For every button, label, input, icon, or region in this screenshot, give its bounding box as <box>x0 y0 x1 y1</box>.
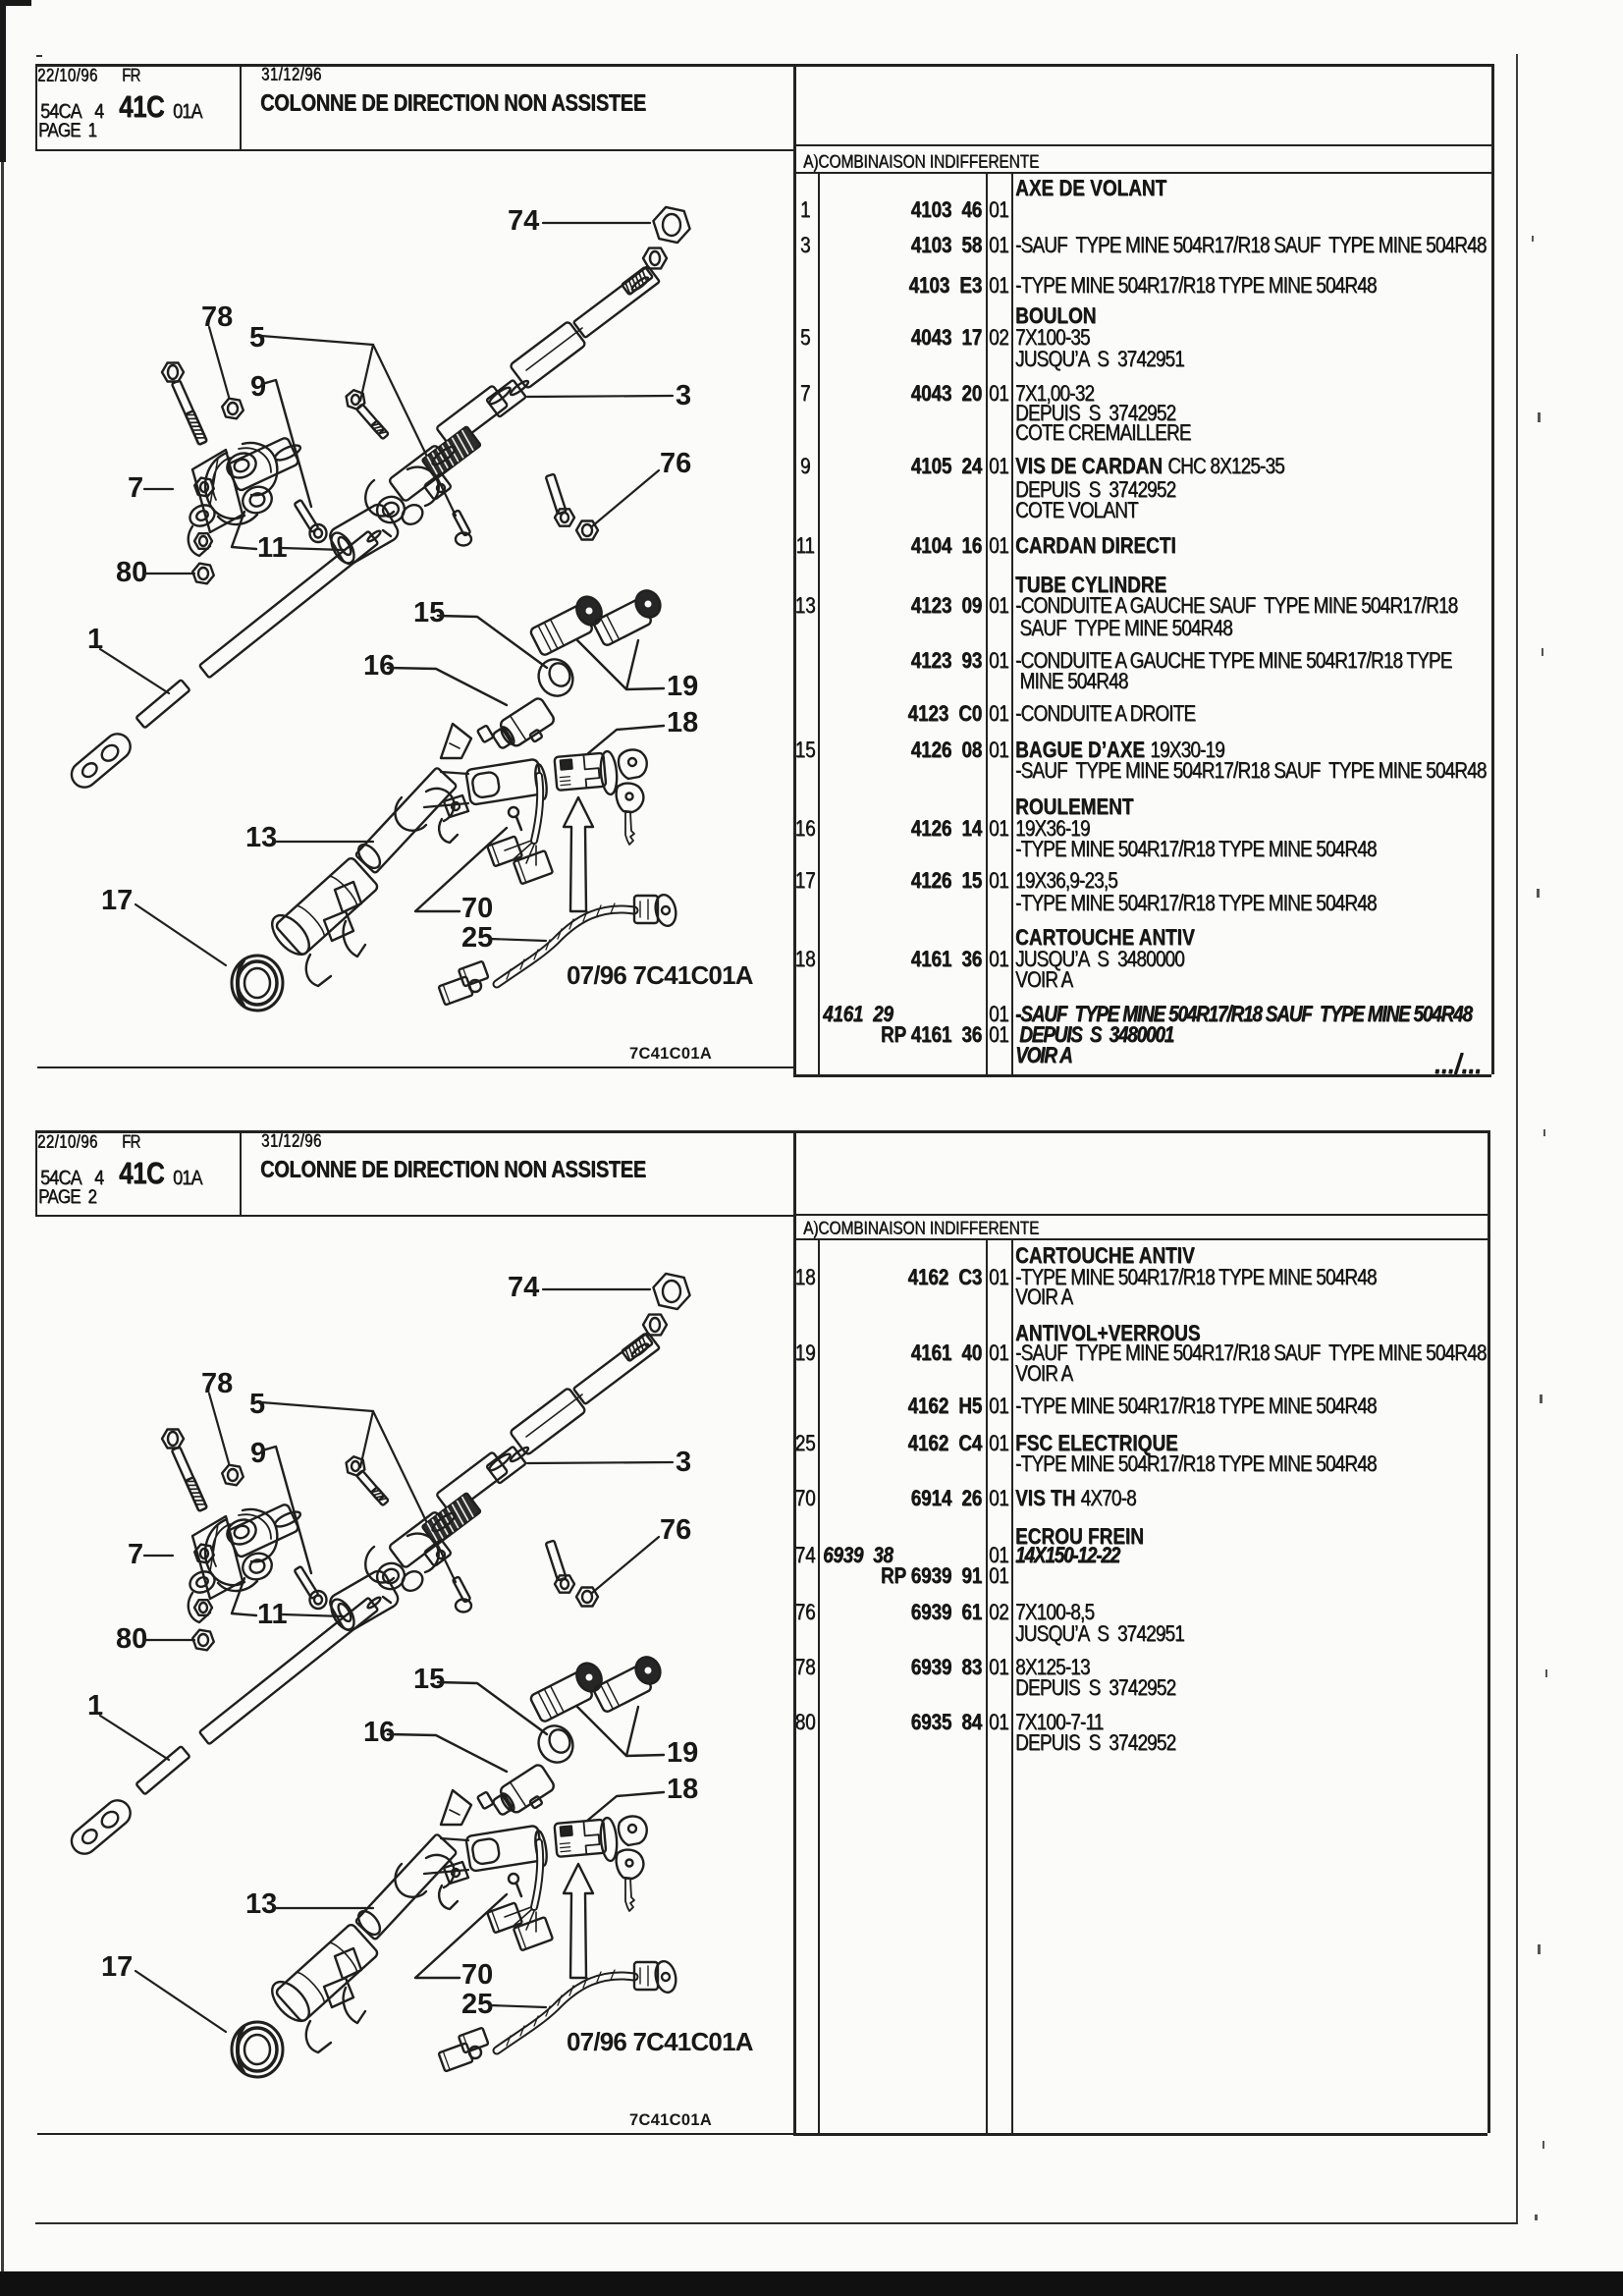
svg-text:78: 78 <box>201 1368 233 1399</box>
svg-text:3: 3 <box>676 1447 691 1478</box>
svg-text:70: 70 <box>461 893 493 924</box>
svg-text:15: 15 <box>413 1664 445 1695</box>
svg-text:1: 1 <box>87 1690 103 1722</box>
svg-text:9: 9 <box>250 371 266 403</box>
svg-text:78: 78 <box>201 301 233 333</box>
svg-text:7: 7 <box>128 1539 143 1570</box>
svg-text:70: 70 <box>461 1959 493 1991</box>
svg-text:17: 17 <box>101 1951 133 1983</box>
svg-text:76: 76 <box>660 1514 691 1546</box>
svg-text:80: 80 <box>116 557 147 588</box>
svg-text:76: 76 <box>660 448 691 479</box>
svg-text:5: 5 <box>249 322 265 354</box>
svg-text:13: 13 <box>245 1888 277 1920</box>
svg-text:74: 74 <box>508 205 539 237</box>
svg-text:07/96 7C41C01A: 07/96 7C41C01A <box>567 960 754 990</box>
svg-text:80: 80 <box>116 1623 147 1655</box>
svg-text:74: 74 <box>508 1272 539 1303</box>
svg-text:15: 15 <box>413 597 445 629</box>
svg-text:7C41C01A: 7C41C01A <box>629 1045 712 1063</box>
svg-text:16: 16 <box>363 1717 395 1748</box>
svg-text:25: 25 <box>461 922 493 954</box>
svg-text:17: 17 <box>101 885 133 916</box>
svg-text:18: 18 <box>667 1774 698 1805</box>
svg-text:16: 16 <box>363 650 395 682</box>
svg-text:07/96 7C41C01A: 07/96 7C41C01A <box>567 2027 754 2056</box>
svg-text:19: 19 <box>667 671 698 702</box>
svg-text:25: 25 <box>461 1989 493 2020</box>
svg-text:3: 3 <box>676 380 691 411</box>
svg-text:7C41C01A: 7C41C01A <box>629 2111 712 2129</box>
svg-text:9: 9 <box>250 1438 266 1469</box>
svg-text:5: 5 <box>249 1389 265 1420</box>
svg-text:7: 7 <box>128 472 143 504</box>
svg-text:19: 19 <box>667 1737 698 1769</box>
svg-text:13: 13 <box>245 822 277 853</box>
svg-text:1: 1 <box>87 624 103 655</box>
svg-text:18: 18 <box>667 707 698 738</box>
